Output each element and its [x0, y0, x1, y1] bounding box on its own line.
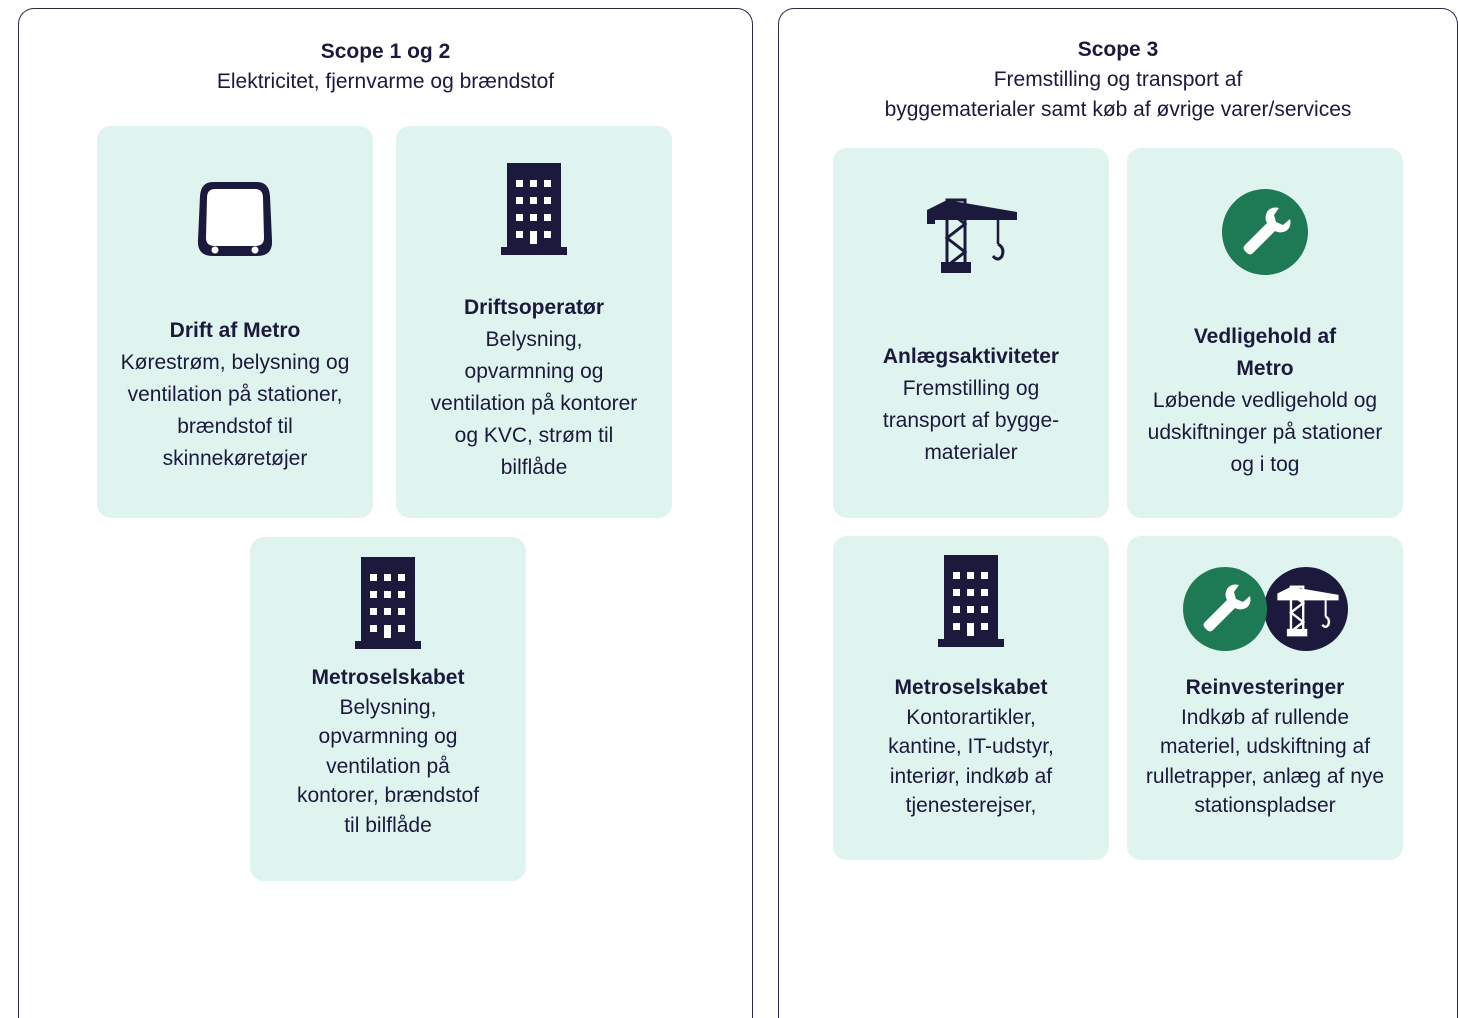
- building-icon: [250, 557, 526, 649]
- scope-3-header: Scope 3 Fremstilling og transport af byg…: [779, 35, 1457, 125]
- card-description: Fremstilling og transport af bygge-mater…: [882, 377, 1060, 464]
- card-drift-af-metro: Drift af Metro Kørestrøm, belysning og v…: [97, 126, 373, 518]
- card-metroselskabet-scope3: Metroselskabet Kontorartikler, kantine, …: [833, 536, 1109, 860]
- card-anlaegsaktiviteter: Anlægsaktiviteter Fremstilling og transp…: [833, 148, 1109, 518]
- card-title: Drift af Metro: [169, 319, 301, 342]
- metro-train-icon: [97, 178, 373, 260]
- card-title: Reinvesteringer: [1185, 676, 1345, 699]
- card-description: Indkøb af rullende materiel, udskiftning…: [1145, 705, 1385, 818]
- scope-1-2-panel: Scope 1 og 2 Elektricitet, fjernvarme og…: [18, 8, 753, 1018]
- card-title: Anlægsaktiviteter: [882, 345, 1060, 368]
- card-reinvesteringer: Reinvesteringer Indkøb af rullende mater…: [1127, 536, 1403, 860]
- card-vedligehold-af-metro-text: Vedligehold af Metro Løbende vedligehold…: [1141, 321, 1389, 481]
- card-title: Metroselskabet: [894, 676, 1048, 699]
- card-description: Kontorartikler, kantine, IT-udstyr, inte…: [888, 705, 1054, 818]
- scope-3-panel: Scope 3 Fremstilling og transport af byg…: [778, 8, 1458, 1018]
- scope-3-subtitle-line2: byggematerialer samt køb af øvrige varer…: [884, 98, 1352, 121]
- scope-1-2-title: Scope 1 og 2: [320, 40, 451, 63]
- card-description: Kørestrøm, belysning og ventilation på s…: [120, 351, 350, 470]
- card-title: Vedligehold af Metro: [1193, 325, 1337, 380]
- card-title: Driftsoperatør: [463, 296, 605, 319]
- building-icon: [396, 163, 672, 255]
- scope-1-2-header: Scope 1 og 2 Elektricitet, fjernvarme og…: [19, 37, 752, 97]
- scope-3-title: Scope 3: [1077, 38, 1159, 61]
- card-driftsoperator: Driftsoperatør Belysning, opvarmning og …: [396, 126, 672, 518]
- crane-icon: [833, 196, 1109, 276]
- card-title: Metroselskabet: [311, 666, 465, 689]
- card-metroselskabet-scope3-text: Metroselskabet Kontorartikler, kantine, …: [847, 673, 1095, 821]
- card-anlaegsaktiviteter-text: Anlægsaktiviteter Fremstilling og transp…: [847, 341, 1095, 469]
- building-icon: [833, 555, 1109, 647]
- card-metroselskabet-scope12: Metroselskabet Belysning, opvarmning og …: [250, 537, 526, 881]
- card-description: Løbende vedligehold og udskiftninger på …: [1147, 389, 1383, 476]
- card-drift-af-metro-text: Drift af Metro Kørestrøm, belysning og v…: [111, 315, 359, 475]
- card-metroselskabet-scope12-text: Metroselskabet Belysning, opvarmning og …: [274, 663, 502, 840]
- wrench-icon: [1127, 188, 1403, 276]
- card-vedligehold-af-metro: Vedligehold af Metro Løbende vedligehold…: [1127, 148, 1403, 518]
- scope-3-subtitle-line1: Fremstilling og transport af: [993, 68, 1243, 91]
- card-description: Belysning, opvarmning og ventilation på …: [430, 328, 638, 479]
- wrench-and-crane-icon: [1127, 566, 1403, 652]
- card-description: Belysning, opvarmning og ventilation på …: [296, 695, 480, 837]
- scope-1-2-subtitle: Elektricitet, fjernvarme og brændstof: [216, 70, 555, 93]
- card-reinvesteringer-text: Reinvesteringer Indkøb af rullende mater…: [1141, 673, 1389, 821]
- card-driftsoperator-text: Driftsoperatør Belysning, opvarmning og …: [410, 292, 658, 484]
